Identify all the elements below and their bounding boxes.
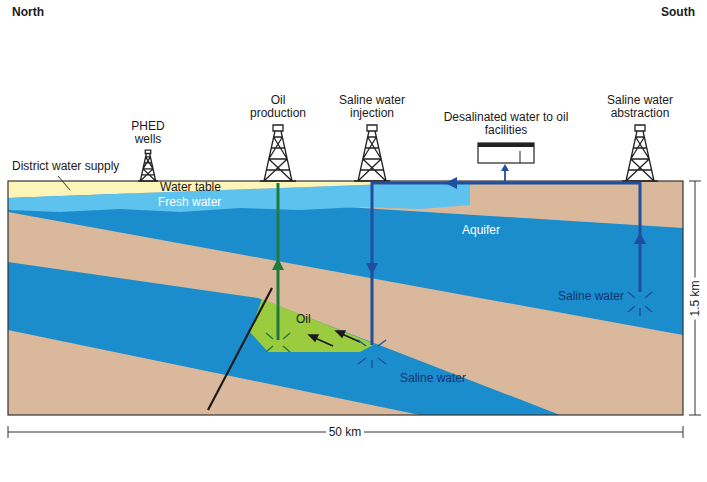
part-label: District water supply <box>12 160 152 173</box>
oil-flow-arrows <box>309 331 360 346</box>
injection-derrick <box>354 125 390 181</box>
phed-derrick <box>138 150 158 181</box>
dimension-label: 1.5 km <box>688 277 701 319</box>
section-frame <box>8 181 683 415</box>
oil-derrick <box>260 125 296 181</box>
lower-saline-band <box>8 262 560 415</box>
part-label: Water table <box>160 181 221 194</box>
fresh-water-layer <box>8 181 470 212</box>
direction-label: South <box>661 6 695 19</box>
part-label: Aquifer <box>462 224 500 237</box>
part-label: Desalinated water to oil facilities <box>442 111 570 137</box>
part-label: Saline water injection <box>330 94 414 120</box>
part-label: Oil production <box>247 94 309 120</box>
fault-line <box>208 288 272 410</box>
part-label: Fresh water <box>158 196 221 209</box>
direction-label: North <box>12 6 44 19</box>
rock-layer <box>8 181 683 415</box>
saline-water-pipeline <box>358 164 652 368</box>
dimension-label: 50 km <box>326 426 365 439</box>
oil-zone <box>250 299 375 352</box>
part-label: Oil <box>296 313 311 326</box>
desalination-plant <box>478 143 534 163</box>
leader-line <box>58 176 70 190</box>
part-label: Saline water <box>558 290 624 303</box>
part-label: PHED wells <box>122 120 174 146</box>
part-label: Saline water <box>400 372 466 385</box>
part-label: Saline water abstraction <box>598 94 682 120</box>
oil-production-pipe <box>266 183 290 352</box>
abstraction-derrick <box>622 125 658 181</box>
dimension-lines <box>8 181 701 438</box>
